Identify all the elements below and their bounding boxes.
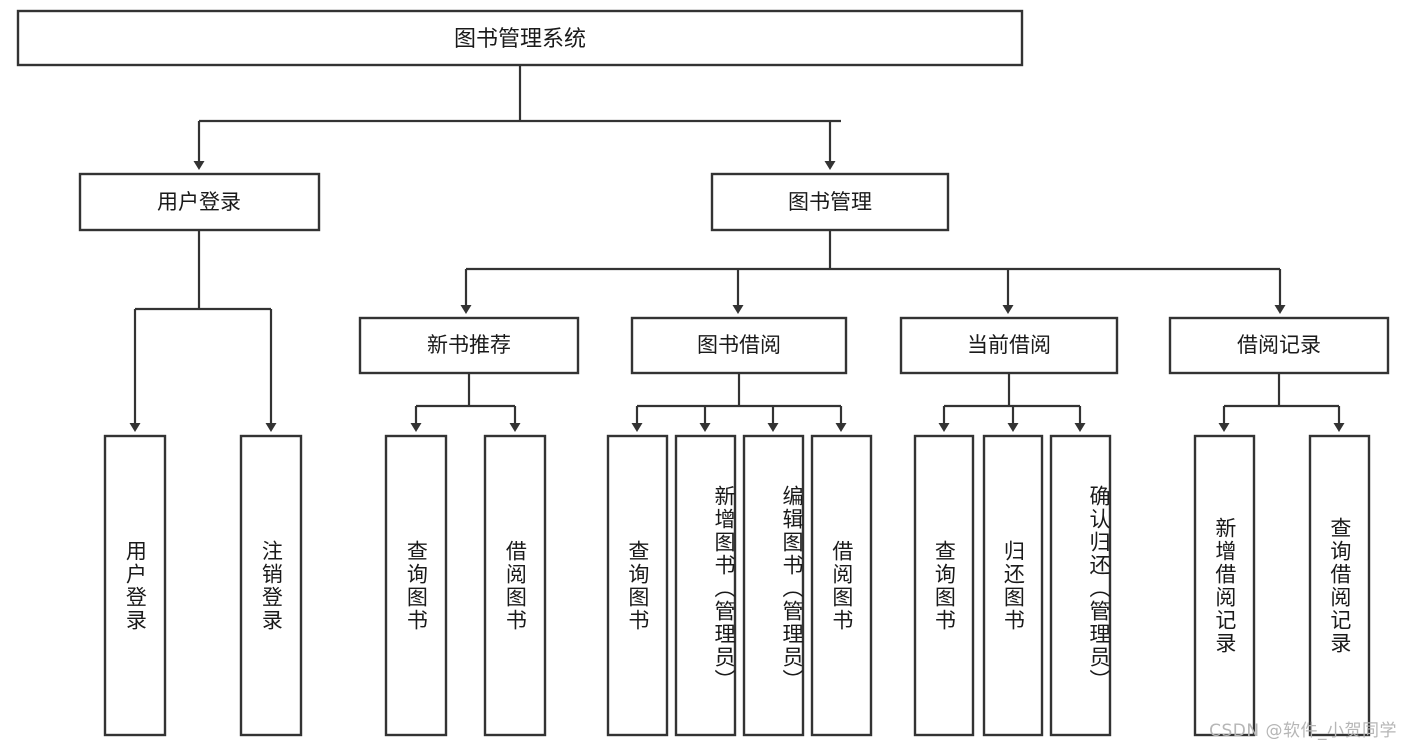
connector-group-new-book-recommend [410, 373, 521, 432]
leaf-box-query-book-borrow[interactable] [606, 434, 669, 737]
node-book-borrow-label: 图书借阅 [697, 333, 781, 357]
node-book-management-label: 图书管理 [788, 190, 872, 214]
node-root-label: 图书管理系统 [454, 27, 586, 52]
node-book-borrow[interactable]: 图书借阅 [630, 316, 848, 375]
node-book-management-box[interactable] [710, 172, 950, 232]
node-user-login[interactable]: 用户登录 [78, 172, 321, 232]
node-root-box[interactable] [16, 9, 1024, 67]
leaf-boxes [103, 434, 1371, 737]
leaf-box-borrow-book-rec[interactable] [483, 434, 547, 737]
node-current-borrow-label: 当前借阅 [967, 333, 1051, 357]
node-book-management[interactable]: 图书管理 [710, 172, 950, 232]
node-book-borrow-box[interactable] [630, 316, 848, 375]
leaf-box-query-borrow-record[interactable] [1308, 434, 1371, 737]
connector-group-user-login [129, 230, 277, 432]
node-current-borrow-box[interactable] [899, 316, 1119, 375]
leaf-box-logout[interactable] [239, 434, 303, 737]
node-new-book-recommend-box[interactable] [358, 316, 580, 375]
node-user-login-label: 用户登录 [157, 190, 241, 214]
node-borrow-record[interactable]: 借阅记录 [1168, 316, 1390, 375]
connector-group-current-borrow [938, 373, 1086, 432]
connector-group-book-borrow [631, 373, 847, 432]
connector-group-borrow-record [1218, 373, 1345, 432]
leaf-box-query-book-current[interactable] [913, 434, 975, 737]
leaf-box-confirm-return[interactable] [1049, 434, 1112, 737]
node-borrow-record-label: 借阅记录 [1237, 333, 1321, 357]
node-user-login-box[interactable] [78, 172, 321, 232]
connector-group-book-management [460, 230, 1286, 314]
leaf-box-add-book-admin[interactable] [674, 434, 737, 737]
leaf-box-return-book[interactable] [982, 434, 1044, 737]
node-borrow-record-box[interactable] [1168, 316, 1390, 375]
leaf-box-user-login[interactable] [103, 434, 167, 737]
node-new-book-recommend-label: 新书推荐 [427, 333, 511, 357]
csdn-watermark: CSDN @软件_小贺同学 [1209, 721, 1397, 741]
leaf-box-borrow-book[interactable] [810, 434, 873, 737]
node-new-book-recommend[interactable]: 新书推荐 [358, 316, 580, 375]
leaf-box-query-book-rec[interactable] [384, 434, 448, 737]
node-root[interactable]: 图书管理系统 [16, 9, 1024, 67]
leaf-box-edit-book-admin[interactable] [742, 434, 805, 737]
node-current-borrow[interactable]: 当前借阅 [899, 316, 1119, 375]
connector-group-root [193, 65, 841, 170]
leaf-box-add-borrow-record[interactable] [1193, 434, 1256, 737]
